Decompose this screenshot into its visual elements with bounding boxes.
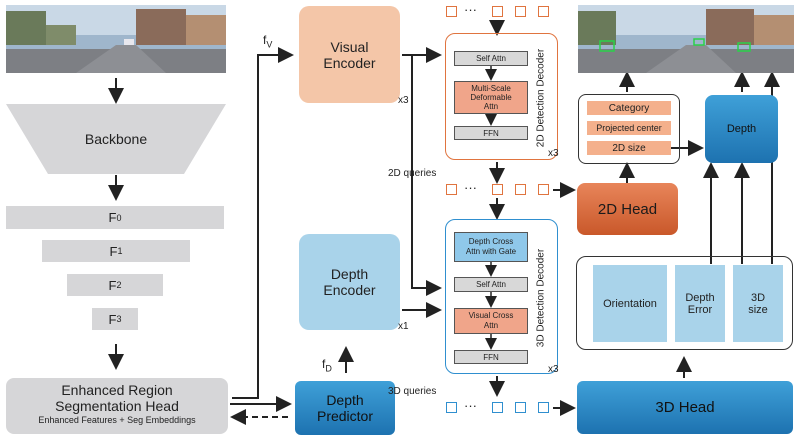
query-2d-top-4 [538, 6, 549, 17]
decoder-3d-self-attn: Self Attn [454, 277, 528, 292]
query-2d-2 [492, 184, 503, 195]
segmentation-head-block: Enhanced Region Segmentation Head Enhanc… [6, 378, 228, 434]
decoder-2d-internal-arrows [485, 66, 497, 126]
head-2d-attributes-box: Category Projected center 2D size [578, 94, 680, 164]
query-2d-4 [538, 184, 549, 195]
input-street-image [6, 5, 226, 73]
query-3d-3 [515, 402, 526, 413]
fv-label: fV [263, 33, 273, 50]
query-2d-top-3 [515, 6, 526, 17]
query-3d-1 [446, 402, 457, 413]
backbone-block: Backbone [6, 104, 226, 174]
depth-output-block: Depth [705, 95, 778, 163]
output-detection-image [578, 5, 794, 73]
decoder-2d-title: 2D Detection Decoder [535, 48, 547, 148]
queries-3d-label: 3D queries [388, 386, 437, 397]
head-2d-block: 2D Head [577, 183, 678, 235]
head-3d-block: 3D Head [577, 381, 793, 434]
street-scene-icon [6, 5, 226, 73]
decoder-2d-ffn: FFN [454, 126, 528, 140]
query-3d-2 [492, 402, 503, 413]
query-2d-top-ellipsis: ··· [464, 2, 477, 17]
query-3d-ellipsis: ··· [464, 398, 477, 413]
projected-center-output: Projected center [587, 121, 671, 135]
queries-2d-label: 2D queries [388, 168, 437, 179]
backbone-label: Backbone [84, 131, 148, 147]
seg-head-title-2: Segmentation Head [55, 398, 179, 414]
category-output: Category [587, 101, 671, 115]
visual-encoder-mult: x3 [398, 95, 409, 106]
seg-head-subtitle: Enhanced Features + Seg Embeddings [38, 415, 196, 425]
query-3d-4 [538, 402, 549, 413]
seg-head-title-1: Enhanced Region [61, 382, 173, 398]
decoder-2d-mult: x3 [548, 148, 559, 159]
depth-encoder-mult: x1 [398, 321, 409, 332]
decoder-3d-ffn: FFN [454, 350, 528, 364]
orientation-output: Orientation [593, 265, 667, 342]
decoder-3d-title: 3D Detection Decoder [535, 248, 547, 348]
street-scene-with-boxes-icon [578, 5, 794, 73]
query-2d-top-2 [492, 6, 503, 17]
decoder-2d-self-attn: Self Attn [454, 51, 528, 66]
query-2d-ellipsis: ··· [464, 180, 477, 195]
size-2d-output: 2D size [587, 141, 671, 155]
query-2d-1 [446, 184, 457, 195]
decoder-3d-internal-arrows [485, 262, 497, 350]
fd-label: fD [322, 357, 332, 374]
query-2d-3 [515, 184, 526, 195]
query-2d-top-1 [446, 6, 457, 17]
decoder-3d-title-wrap: 3D Detection Decoder [532, 228, 550, 368]
decoder-2d-title-wrap: 2D Detection Decoder [532, 42, 550, 154]
decoder-3d-mult: x3 [548, 364, 559, 375]
